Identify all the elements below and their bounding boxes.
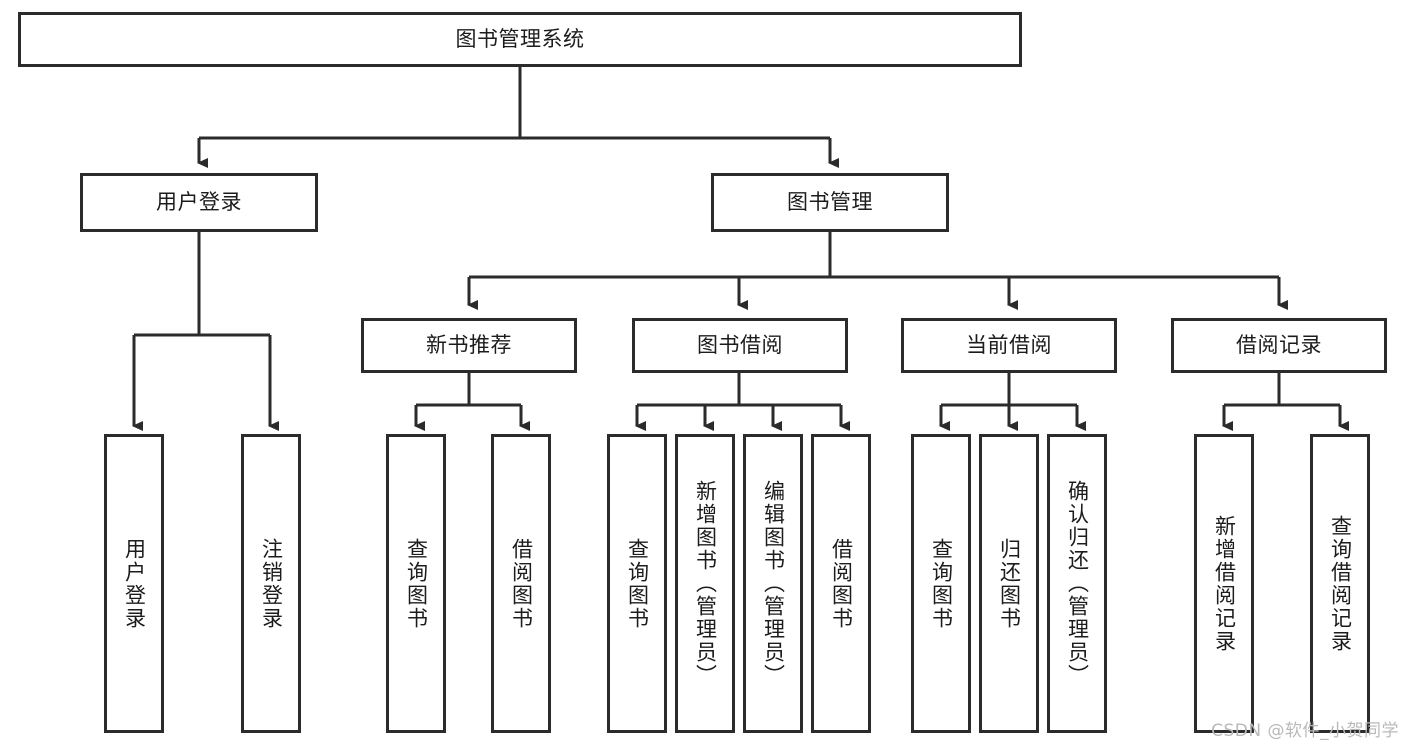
node-label: 借阅图书	[509, 537, 534, 630]
node-label: 图书管理	[787, 190, 873, 215]
leaf-book-borrow-query[interactable]: 查询图书	[607, 434, 667, 733]
node-borrow-record[interactable]: 借阅记录	[1171, 318, 1387, 373]
node-user-login[interactable]: 用户登录	[80, 173, 318, 232]
node-label: 图书管理系统	[455, 27, 585, 52]
node-label: 新增图书（管理员）	[693, 480, 718, 687]
node-label: 注销登录	[259, 537, 284, 630]
node-label: 当前借阅	[966, 333, 1052, 358]
leaf-user-login-logout[interactable]: 注销登录	[241, 434, 301, 733]
node-label: 查询图书	[929, 537, 954, 630]
node-book-management[interactable]: 图书管理	[711, 173, 949, 232]
node-label: 图书借阅	[697, 333, 783, 358]
node-label: 用户登录	[122, 537, 147, 630]
csdn-watermark: CSDN @软件_小贺同学	[1211, 721, 1399, 741]
node-root-system[interactable]: 图书管理系统	[18, 12, 1022, 67]
leaf-book-borrow-add[interactable]: 新增图书（管理员）	[675, 434, 735, 733]
node-label: 确认归还（管理员）	[1065, 480, 1090, 687]
leaf-book-borrow-borrow[interactable]: 借阅图书	[811, 434, 871, 733]
node-label: 借阅图书	[829, 537, 854, 630]
leaf-borrow-record-query[interactable]: 查询借阅记录	[1310, 434, 1370, 733]
node-label: 查询借阅记录	[1328, 514, 1353, 653]
node-label: 新增借阅记录	[1212, 514, 1237, 653]
node-label: 用户登录	[156, 190, 242, 215]
leaf-new-book-borrow[interactable]: 借阅图书	[491, 434, 551, 733]
node-label: 新书推荐	[426, 333, 512, 358]
node-label: 编辑图书（管理员）	[761, 480, 786, 687]
node-label: 查询图书	[404, 537, 429, 630]
node-label: 归还图书	[997, 537, 1022, 630]
leaf-current-borrow-confirm-return[interactable]: 确认归还（管理员）	[1047, 434, 1107, 733]
leaf-borrow-record-add[interactable]: 新增借阅记录	[1194, 434, 1254, 733]
node-new-book-recommend[interactable]: 新书推荐	[361, 318, 577, 373]
leaf-user-login-login[interactable]: 用户登录	[104, 434, 164, 733]
leaf-new-book-query[interactable]: 查询图书	[386, 434, 446, 733]
leaf-current-borrow-return[interactable]: 归还图书	[979, 434, 1039, 733]
node-label: 借阅记录	[1236, 333, 1322, 358]
node-label: 查询图书	[625, 537, 650, 630]
leaf-current-borrow-query[interactable]: 查询图书	[911, 434, 971, 733]
node-current-borrow[interactable]: 当前借阅	[901, 318, 1117, 373]
leaf-book-borrow-edit[interactable]: 编辑图书（管理员）	[743, 434, 803, 733]
node-book-borrow[interactable]: 图书借阅	[632, 318, 848, 373]
